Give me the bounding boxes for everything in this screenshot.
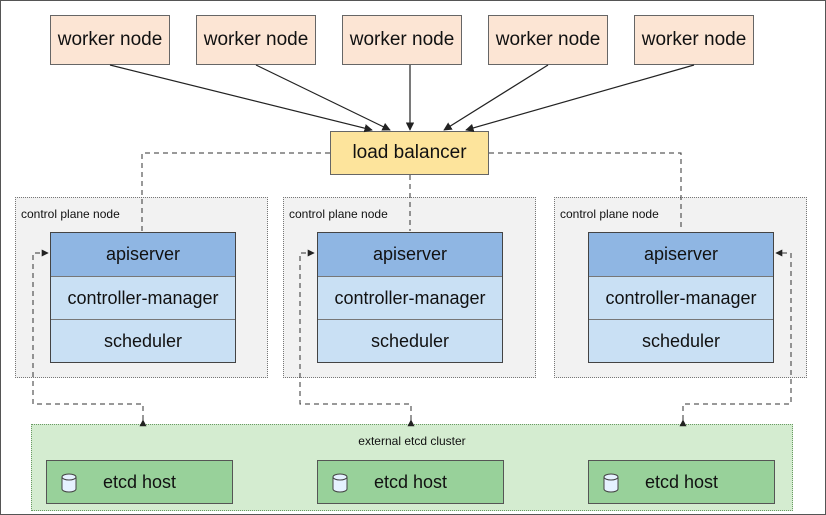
worker-node-label: worker node	[203, 29, 309, 50]
scheduler: scheduler	[589, 319, 773, 362]
control-plane-node-label: control plane node	[289, 207, 388, 221]
etcd-host-label: etcd host	[373, 471, 448, 492]
control-plane-node: control plane node apiserver controller-…	[554, 197, 807, 378]
load-balancer-label: load balancer	[352, 142, 467, 163]
control-plane-node-label: control plane node	[560, 207, 659, 221]
control-plane-node-label: control plane node	[21, 207, 120, 221]
scheduler: scheduler	[318, 319, 502, 362]
etcd-host: etcd host	[46, 460, 233, 504]
component-stack: apiserver controller-manager scheduler	[588, 232, 774, 363]
worker-node-label: worker node	[641, 29, 747, 50]
etcd-host-label: etcd host	[102, 471, 177, 492]
apiserver: apiserver	[589, 233, 773, 276]
controller-manager: controller-manager	[589, 276, 773, 319]
apiserver: apiserver	[51, 233, 235, 276]
database-icon	[603, 473, 619, 493]
worker-node: worker node	[488, 15, 608, 65]
control-plane-node: control plane node apiserver controller-…	[15, 197, 268, 378]
etcd-host: etcd host	[317, 460, 504, 504]
controller-manager: controller-manager	[51, 276, 235, 319]
controller-manager: controller-manager	[318, 276, 502, 319]
worker-node: worker node	[196, 15, 316, 65]
apiserver: apiserver	[318, 233, 502, 276]
etcd-host: etcd host	[588, 460, 775, 504]
etcd-host-label: etcd host	[644, 471, 719, 492]
worker-node: worker node	[50, 15, 170, 65]
worker-node: worker node	[634, 15, 754, 65]
external-etcd-cluster: external etcd cluster etcd host etcd hos…	[31, 424, 793, 511]
load-balancer: load balancer	[330, 131, 489, 175]
database-icon	[332, 473, 348, 493]
component-stack: apiserver controller-manager scheduler	[50, 232, 236, 363]
etcd-cluster-label: external etcd cluster	[358, 434, 466, 448]
worker-node: worker node	[342, 15, 462, 65]
database-icon	[61, 473, 77, 493]
worker-node-label: worker node	[349, 29, 455, 50]
worker-node-label: worker node	[57, 29, 163, 50]
component-stack: apiserver controller-manager scheduler	[317, 232, 503, 363]
worker-node-label: worker node	[495, 29, 601, 50]
control-plane-node: control plane node apiserver controller-…	[283, 197, 536, 378]
scheduler: scheduler	[51, 319, 235, 362]
